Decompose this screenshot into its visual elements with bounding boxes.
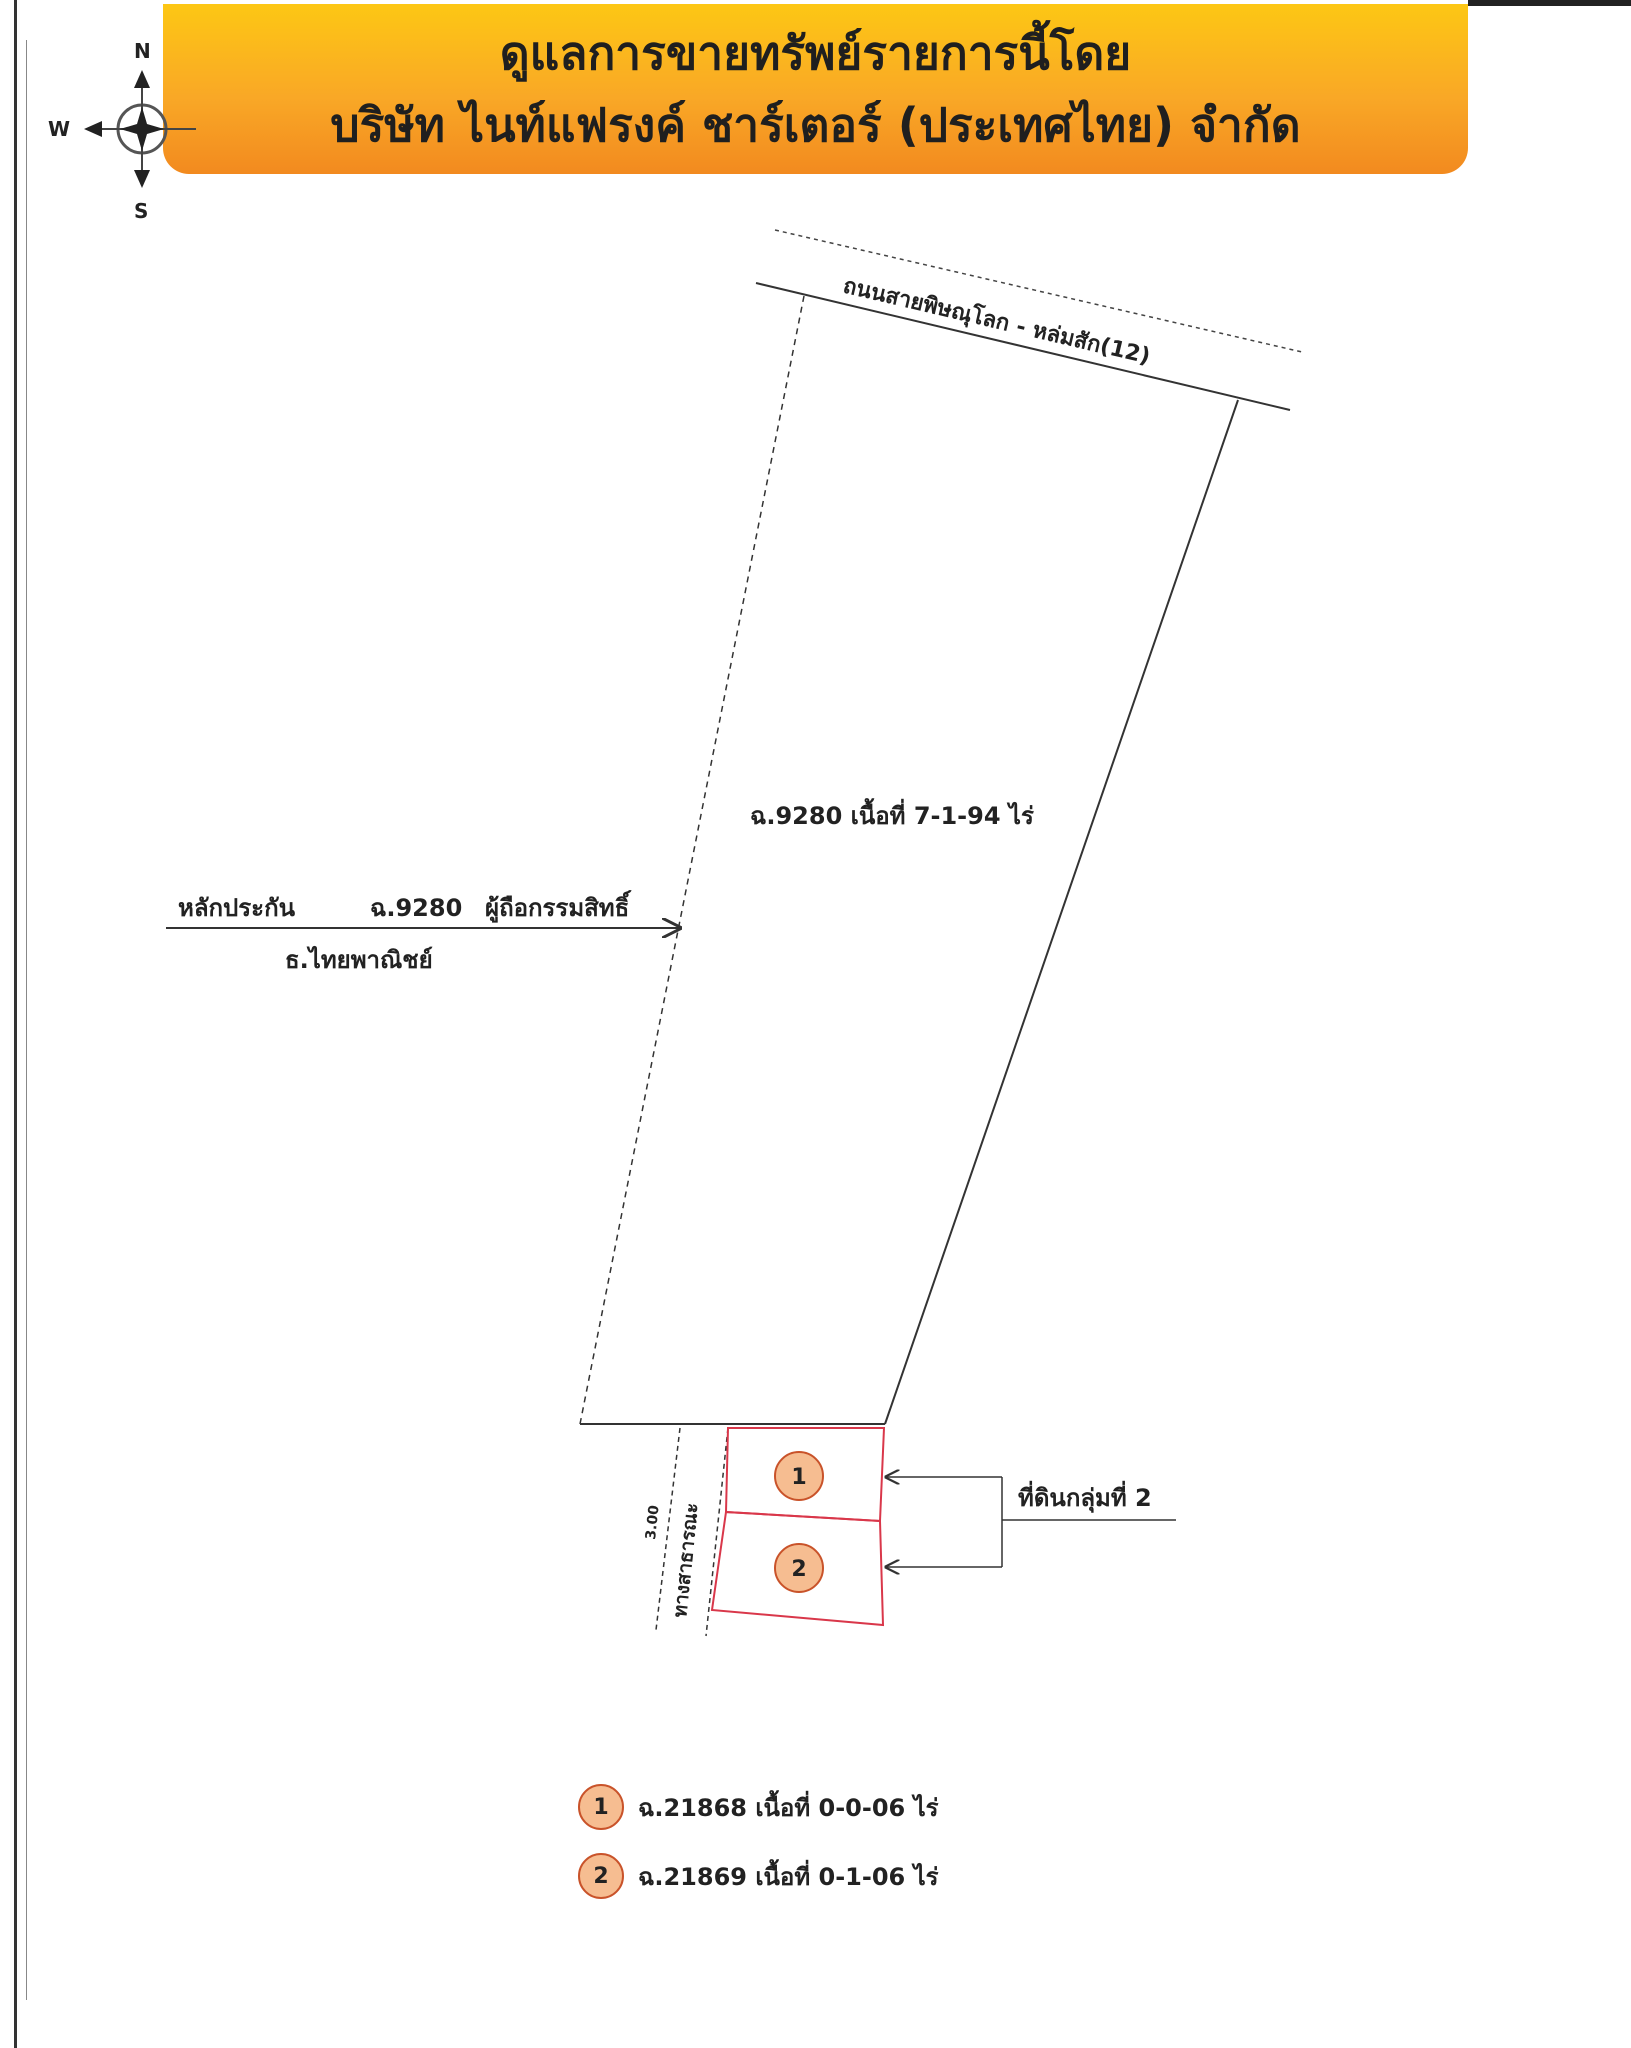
parcel-1-marker: 1 [774, 1451, 824, 1501]
legend-2-text: ฉ.21869 เนื้อที่ 0-1-06 ไร่ [638, 1862, 939, 1891]
collateral-holder-label: ผู้ถือกรรมสิทธิ์ [485, 890, 632, 923]
collateral-callout: หลักประกัน ฉ.9280 ผู้ถือกรรมสิทธิ์ ธ.ไทย… [166, 890, 680, 974]
group-label: ที่ดินกลุ่มที่ 2 [1018, 1480, 1152, 1514]
left-inner-border [26, 40, 27, 2000]
collateral-label: หลักประกัน [178, 894, 296, 922]
banner-title: ดูแลการขายทรัพย์รายการนี้โดย [499, 26, 1132, 80]
legend-1-text: ฉ.21868 เนื้อที่ 0-0-06 ไร่ [638, 1793, 939, 1822]
road: ถนนสายพิษณุโลก - หล่มสัก(12) [755, 229, 1303, 411]
collateral-bank: ธ.ไทยพาณิชย์ [285, 945, 433, 974]
group-callout: ที่ดินกลุ่มที่ 2 [886, 1477, 1176, 1567]
collateral-deed: ฉ.9280 [370, 894, 462, 922]
agent-banner: ดูแลการขายทรัพย์รายการนี้โดย บริษัท ไนท์… [163, 4, 1468, 174]
legend-row-1: 1 ฉ.21868 เนื้อที่ 0-0-06 ไร่ [578, 1784, 939, 1830]
banner-company: บริษัท ไนท์แฟรงค์ ชาร์เตอร์ (ประเทศไทย) … [330, 98, 1301, 152]
compass-icon: N S W [48, 39, 196, 223]
public-way-label: ทางสาธารณะ [669, 1502, 703, 1619]
public-way: ทางสาธารณะ 3.00 [643, 1427, 729, 1637]
compass-south-label: S [134, 199, 148, 223]
left-page-border [14, 0, 17, 2048]
public-way-width: 3.00 [643, 1504, 663, 1540]
parcel-1-number: 1 [791, 1465, 806, 1490]
parcel-2-number: 2 [791, 1557, 806, 1582]
main-parcel: ฉ.9280 เนื้อที่ 7-1-94 ไร่ [579, 295, 1239, 1425]
top-right-border [1468, 0, 1631, 6]
legend-2-marker: 2 [578, 1853, 624, 1899]
legend-1-marker: 1 [578, 1784, 624, 1830]
small-parcels: 1 2 [710, 1427, 886, 1627]
road-name-label: ถนนสายพิษณุโลก - หล่มสัก(12) [840, 272, 1153, 371]
compass-west-label: W [48, 117, 70, 141]
compass-north-label: N [134, 39, 151, 63]
main-parcel-label: ฉ.9280 เนื้อที่ 7-1-94 ไร่ [750, 797, 1034, 830]
legend-row-2: 2 ฉ.21869 เนื้อที่ 0-1-06 ไร่ [578, 1853, 939, 1899]
parcel-2-marker: 2 [774, 1543, 824, 1593]
